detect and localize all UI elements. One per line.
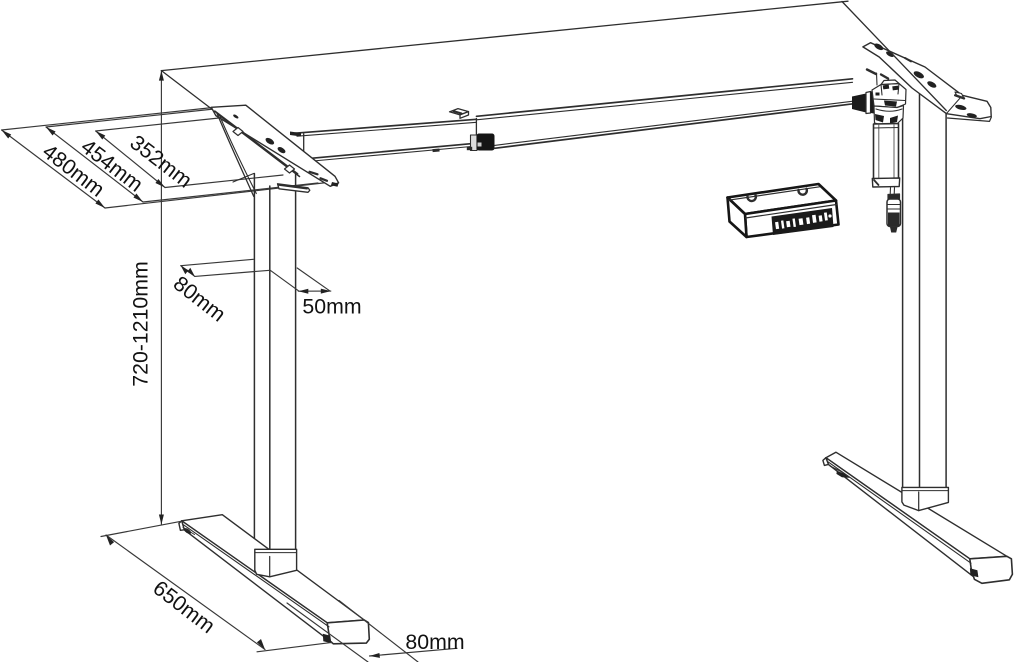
svg-text:720-1210mm: 720-1210mm <box>129 261 153 386</box>
svg-text:80mm: 80mm <box>405 630 464 654</box>
svg-text:50mm: 50mm <box>302 295 361 319</box>
